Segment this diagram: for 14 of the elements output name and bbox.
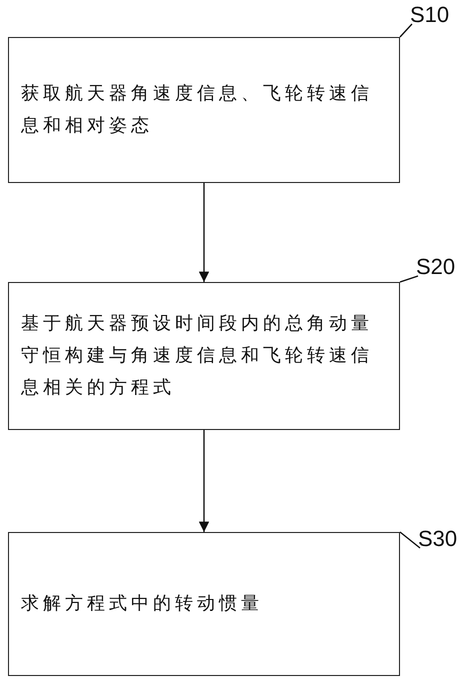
- step-label: S30: [418, 526, 458, 552]
- step-text: 获取航天器角速度信息、飞轮转速信息和相对姿态: [20, 82, 374, 138]
- process-box: [8, 37, 400, 183]
- process-box: [8, 532, 400, 676]
- step-text: 求解方程式中的转动惯量: [20, 592, 264, 616]
- step-label: S20: [416, 254, 456, 280]
- process-box: [8, 282, 400, 430]
- step-text: 基于航天器预设时间段内的总角动量守恒构建与角速度信息和飞轮转速信息相关的方程式: [20, 312, 374, 400]
- step-label: S10: [410, 2, 450, 28]
- leader-line: [400, 532, 420, 548]
- arrow: [198, 430, 210, 532]
- leader-line: [400, 24, 412, 38]
- arrow: [198, 183, 210, 282]
- leader-line: [400, 275, 418, 283]
